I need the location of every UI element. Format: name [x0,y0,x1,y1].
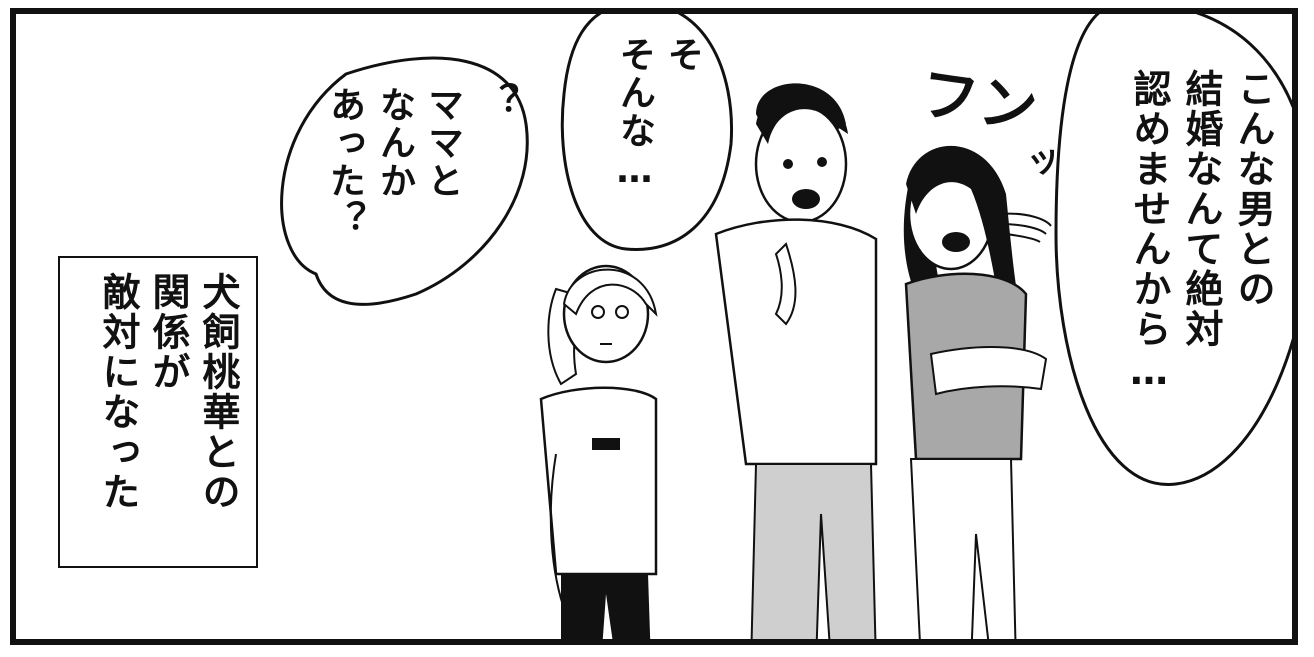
girl-figure [539,264,658,639]
caption-col-1: 犬飼桃華との [196,272,240,512]
bubble-stammer-col-2: そんな… [614,36,655,193]
motion-lines [1000,212,1052,243]
bubble-mother-col-3: 認めませんから… [1127,69,1171,395]
manga-panel: 犬飼桃華との 関係が 敵対になった ？ ママと なんか あった？ そ そんな… … [10,8,1298,645]
bubble-mother-col-2: 結婚なんて絶対 [1179,69,1223,349]
caption-col-2: 関係が [146,272,190,392]
bubble-question-outline [280,56,529,306]
caption-box [58,256,258,568]
bubble-stammer-col-1: そ [662,36,703,74]
panel-artwork [280,14,1292,639]
bubble-question-col-3: なんか [374,86,415,200]
mother-figure [903,145,1048,639]
bubble-question-col-2: ママと [422,86,463,200]
bubble-question-col-1: ？ [477,82,518,120]
man-figure [714,83,878,639]
bubble-stammer-outline [560,14,734,252]
sfx-huff: フン [916,59,1042,143]
bubble-question-col-4: あった？ [324,86,365,238]
bubble-mother-outline [1054,14,1292,486]
caption-col-3: 敵対になった [96,272,140,512]
bubble-mother-col-1: こんな男との [1231,69,1275,309]
